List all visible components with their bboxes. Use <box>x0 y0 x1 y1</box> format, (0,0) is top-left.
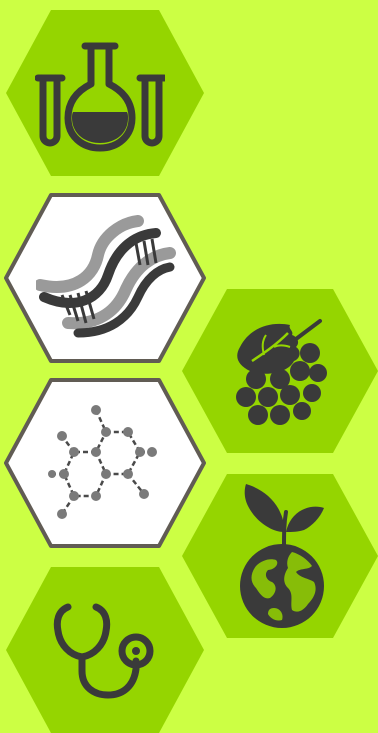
hexagon-shape <box>4 378 206 548</box>
grapes-leaf-icon <box>232 317 330 429</box>
hex-tile-medicine[interactable] <box>6 567 204 733</box>
dna-helix-icon <box>36 215 176 341</box>
laboratory-flask-icon <box>35 40 165 154</box>
molecule-structure-icon <box>48 402 162 522</box>
hex-tile-agriculture[interactable] <box>182 289 378 453</box>
hex-tile-environment[interactable] <box>182 474 378 638</box>
hexagon-shape <box>6 567 204 733</box>
stethoscope-icon <box>52 597 158 701</box>
hex-tile-molecular[interactable] <box>4 378 206 548</box>
hex-tile-genetics[interactable] <box>4 193 206 363</box>
earth-plant-icon <box>238 482 328 630</box>
hex-tile-chemistry[interactable] <box>6 10 204 176</box>
